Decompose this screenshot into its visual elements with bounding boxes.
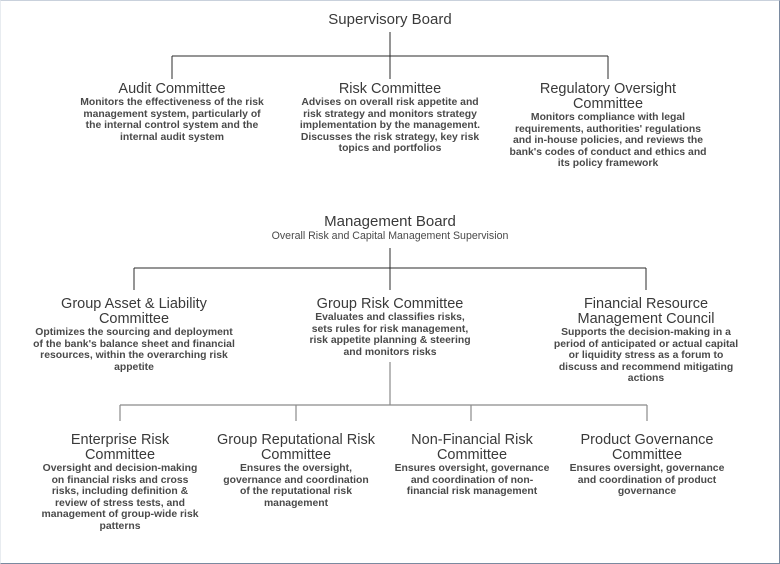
risk-committee-title: Risk Committee (338, 81, 442, 97)
group-reputational-risk-committee-node: Group Reputational Risk Committee Ensure… (212, 433, 380, 509)
non-financial-risk-committee-desc: Ensures oversight, governance and coordi… (394, 463, 550, 498)
management-board-node: Management Board Overall Risk and Capita… (240, 213, 540, 243)
risk-committee-node: Risk Committee Advises on overall risk a… (296, 82, 484, 155)
enterprise-risk-committee-title: Enterprise Risk Committee (70, 432, 170, 463)
group-alco-node: Group Asset & Liability Committee Optimi… (22, 297, 246, 373)
product-governance-committee-node: Product Governance Committee Ensures ove… (563, 433, 731, 498)
enterprise-risk-committee-desc: Oversight and decision-making on financi… (41, 463, 199, 532)
group-alco-desc: Optimizes the sourcing and deployment of… (33, 327, 235, 373)
group-risk-committee-desc: Evaluates and classifies risks, sets rul… (309, 312, 471, 358)
frmc-desc: Supports the decision-making in a period… (553, 327, 739, 385)
regulatory-oversight-committee-title: Regulatory Oversight Committee (539, 81, 677, 112)
audit-committee-node: Audit Committee Monitors the effectivene… (77, 82, 267, 143)
supervisory-board-title: Supervisory Board (328, 11, 452, 28)
non-financial-risk-committee-title: Non-Financial Risk Committee (411, 432, 533, 463)
risk-committee-desc: Advises on overall risk appetite and ris… (299, 97, 481, 155)
supervisory-board-node: Supervisory Board (290, 12, 490, 28)
group-reputational-risk-committee-desc: Ensures the oversight, governance and co… (223, 463, 369, 509)
product-governance-committee-desc: Ensures oversight, governance and coordi… (569, 463, 725, 498)
product-governance-committee-title: Product Governance Committee (580, 432, 714, 463)
non-financial-risk-committee-node: Non-Financial Risk Committee Ensures ove… (388, 433, 556, 498)
group-reputational-risk-committee-title: Group Reputational Risk Committee (217, 432, 375, 463)
audit-committee-title: Audit Committee (118, 81, 226, 97)
group-alco-title: Group Asset & Liability Committee (61, 296, 207, 327)
frmc-title: Financial Resource Management Council (577, 296, 715, 327)
frmc-node: Financial Resource Management Council Su… (532, 297, 760, 385)
enterprise-risk-committee-node: Enterprise Risk Committee Oversight and … (36, 433, 204, 533)
regulatory-oversight-committee-desc: Monitors compliance with legal requireme… (509, 112, 707, 170)
group-risk-committee-node: Group Risk Committee Evaluates and class… (300, 297, 480, 358)
regulatory-oversight-committee-node: Regulatory Oversight Committee Monitors … (498, 82, 718, 170)
group-risk-committee-title: Group Risk Committee (316, 296, 464, 312)
management-board-subtitle: Overall Risk and Capital Management Supe… (271, 230, 509, 242)
audit-committee-desc: Monitors the effectiveness of the risk m… (80, 97, 264, 143)
management-board-title: Management Board (324, 213, 456, 230)
